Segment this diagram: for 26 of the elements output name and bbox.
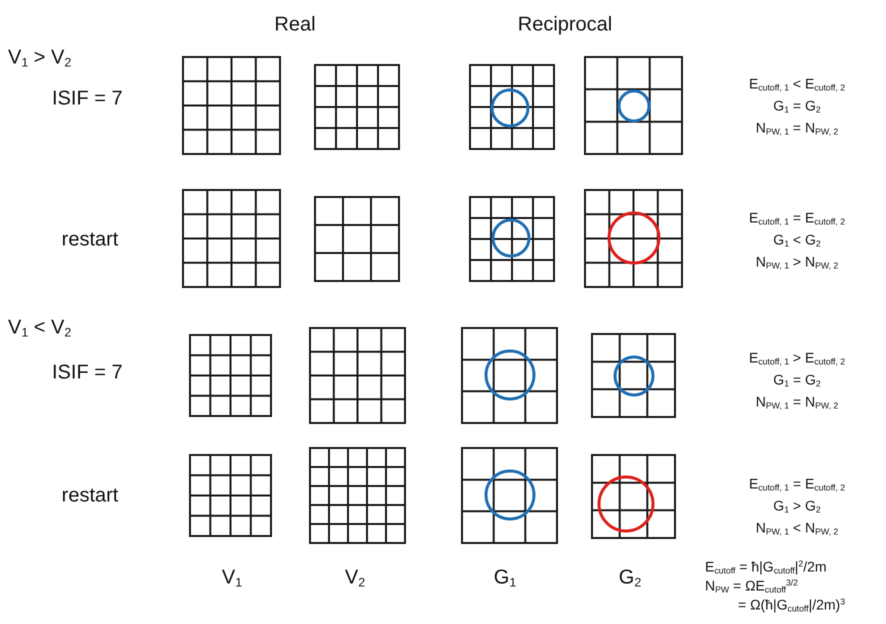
setting-label: restart: [62, 228, 118, 252]
column-label: V$_{2}$: [344, 566, 366, 590]
equation: E$_{cutoff, 1}$ > E$_{cutoff, 2}$: [748, 349, 846, 367]
equation: E$_{cutoff, 1}$ = E$_{cutoff, 2}$: [748, 475, 846, 493]
setting-label: ISIF = 7: [52, 362, 123, 384]
equation: N$_{PW, 1}$ = N$_{PW, 2}$: [756, 119, 838, 137]
equation: N$_{PW, 1}$ < N$_{PW, 2}$: [756, 519, 838, 537]
column-heading: Real: [274, 14, 316, 36]
setting-label: restart: [62, 484, 118, 508]
column-label: V$_{1}$: [222, 566, 242, 590]
equation: G$_{1}$ > G$_{2}$: [773, 497, 821, 515]
equation: G$_{1}$ < G$_{2}$: [773, 231, 821, 249]
equation: E$_{cutoff, 1}$ = E$_{cutoff, 2}$: [748, 209, 846, 227]
condition-label: V$_{1}$ > V$_{2}$: [8, 46, 72, 70]
equation: G$_{1}$ = G$_{2}$: [773, 371, 821, 389]
equation: N$_{PW, 1}$ = N$_{PW, 2}$: [756, 393, 838, 411]
column-label: G$_{2}$: [618, 566, 642, 590]
equation: = Ω(ħ|G$_{cutoff}$|/2m)$^{3}$: [738, 596, 846, 614]
setting-label: ISIF = 7: [52, 88, 123, 110]
equation: N$_{PW, 1}$ > N$_{PW, 2}$: [756, 253, 838, 271]
equation: E$_{cutoff, 1}$ < E$_{cutoff, 2}$: [748, 75, 846, 93]
column-heading: Reciprocal: [518, 14, 612, 36]
condition-label: V$_{1}$ < V$_{2}$: [8, 316, 72, 340]
equation: G$_{1}$ = G$_{2}$: [773, 97, 821, 115]
column-label: G$_{1}$: [494, 566, 516, 590]
equation: E$_{cutoff}$ = ħ|G$_{cutoff}$|$^{2}$/2m: [705, 558, 827, 576]
